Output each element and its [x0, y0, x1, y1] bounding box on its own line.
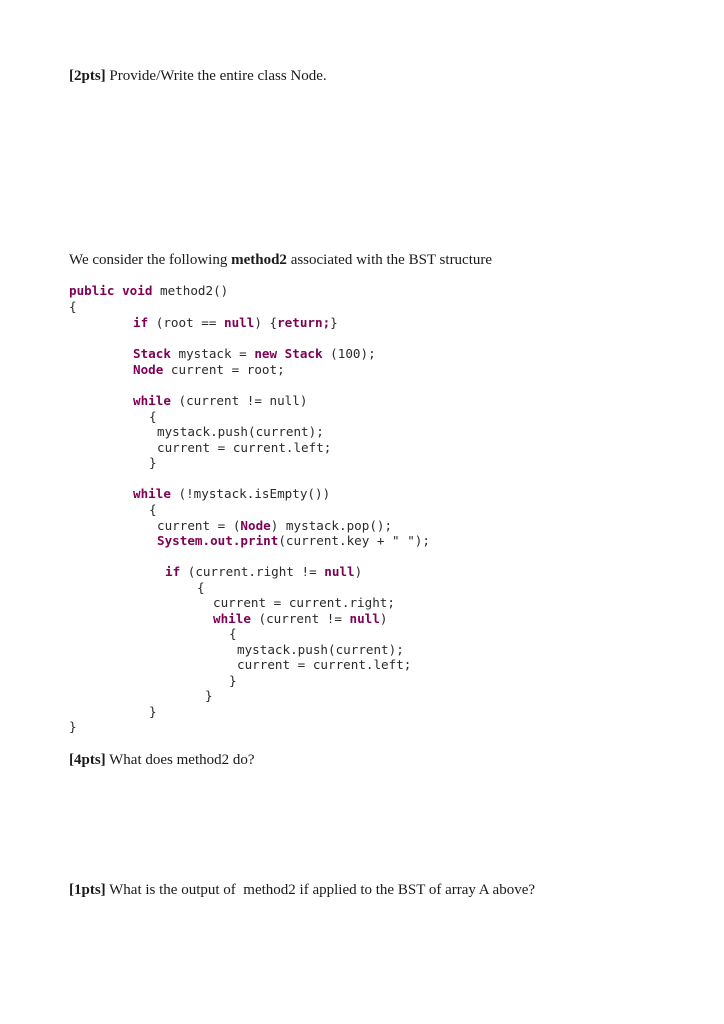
- code-text: }: [149, 704, 157, 719]
- code-line: {: [149, 409, 157, 425]
- code-keyword: if: [133, 315, 149, 330]
- code-text: (current.right !=: [180, 564, 325, 579]
- points-label: [4pts]: [69, 752, 106, 768]
- question-text: Provide/Write the entire class Node.: [105, 68, 327, 84]
- code-line: if (root == null) {return;}: [133, 315, 338, 331]
- code-line: }: [149, 455, 157, 471]
- method-name: method2: [231, 252, 287, 268]
- code-text: (current.key + " ");: [278, 533, 430, 548]
- code-line: current = (Node) mystack.pop();: [157, 518, 392, 534]
- code-keyword: public void: [69, 283, 153, 298]
- code-text: }: [205, 688, 213, 703]
- code-text: ) {: [254, 315, 278, 330]
- code-text: {: [197, 580, 205, 595]
- code-text: (100);: [322, 346, 376, 361]
- code-line: }: [229, 673, 237, 689]
- code-text: {: [69, 299, 77, 314]
- code-text: (!mystack.isEmpty()): [170, 486, 331, 501]
- code-line: while (!mystack.isEmpty()): [133, 486, 330, 502]
- code-text: }: [69, 719, 77, 734]
- code-keyword: null: [224, 315, 255, 330]
- code-text: {: [149, 502, 157, 517]
- intro-text-end: associated with the BST structure: [286, 252, 493, 268]
- code-line: current = current.right;: [213, 595, 395, 611]
- code-line: {: [229, 626, 237, 642]
- question-3: [1pts] What is the output of method2 if …: [69, 882, 535, 899]
- code-line: while (current != null): [213, 611, 387, 627]
- code-line: {: [69, 299, 77, 315]
- code-text: current = current.left;: [157, 440, 332, 455]
- code-line: Node current = root;: [133, 362, 285, 378]
- question-text: What is the output of method2 if applied…: [105, 882, 536, 898]
- code-text: (current !=: [250, 611, 350, 626]
- code-line: current = current.left;: [237, 657, 411, 673]
- code-keyword: while: [213, 611, 251, 626]
- code-text: }: [149, 455, 157, 470]
- code-line: if (current.right != null): [165, 564, 362, 580]
- code-line: {: [149, 502, 157, 518]
- code-text: }: [330, 315, 338, 330]
- code-text: mystack.push(current);: [157, 424, 324, 439]
- code-text: (current != null): [170, 393, 308, 408]
- code-line: }: [149, 704, 157, 720]
- question-text: What does method2 do?: [105, 752, 255, 768]
- code-keyword: return;: [277, 315, 331, 330]
- code-text: current = (: [157, 518, 241, 533]
- code-text: mystack.push(current);: [237, 642, 404, 657]
- code-text: }: [229, 673, 237, 688]
- code-text: ): [354, 564, 363, 579]
- question-2: [4pts] What does method2 do?: [69, 752, 255, 769]
- question-1: [2pts] Provide/Write the entire class No…: [69, 68, 327, 85]
- code-text: current = root;: [163, 362, 285, 377]
- code-text: ): [379, 611, 388, 626]
- code-keyword: Node: [240, 518, 271, 533]
- code-line: System.out.print(current.key + " ");: [157, 533, 430, 549]
- code-text: current = current.right;: [213, 595, 395, 610]
- code-line: current = current.left;: [157, 440, 331, 456]
- code-keyword: while: [133, 393, 171, 408]
- code-keyword: null: [324, 564, 355, 579]
- code-text: {: [229, 626, 237, 641]
- code-line: Stack mystack = new Stack (100);: [133, 346, 376, 362]
- code-keyword: while: [133, 486, 171, 501]
- code-line: {: [197, 580, 205, 596]
- points-label: [2pts]: [69, 68, 106, 84]
- code-keyword: new Stack: [254, 346, 323, 361]
- code-line: }: [69, 719, 77, 735]
- code-line: mystack.push(current);: [157, 424, 324, 440]
- code-text: ) mystack.pop();: [270, 518, 393, 533]
- code-keyword: System.out.print: [157, 533, 279, 548]
- code-keyword: null: [349, 611, 380, 626]
- intro-text: We consider the following: [69, 252, 232, 268]
- code-line: }: [205, 688, 213, 704]
- code-keyword: Stack: [133, 346, 171, 361]
- code-text: {: [149, 409, 157, 424]
- code-text: method2(): [152, 283, 229, 298]
- code-keyword: if: [165, 564, 181, 579]
- code-text: mystack =: [170, 346, 255, 361]
- code-line: public void method2(): [69, 283, 228, 299]
- code-text: (root ==: [148, 315, 224, 330]
- code-line: while (current != null): [133, 393, 307, 409]
- code-line: mystack.push(current);: [237, 642, 404, 658]
- code-text: current = current.left;: [237, 657, 412, 672]
- method-intro: We consider the following method2 associ…: [69, 252, 492, 269]
- points-label: [1pts]: [69, 882, 106, 898]
- code-keyword: Node: [133, 362, 164, 377]
